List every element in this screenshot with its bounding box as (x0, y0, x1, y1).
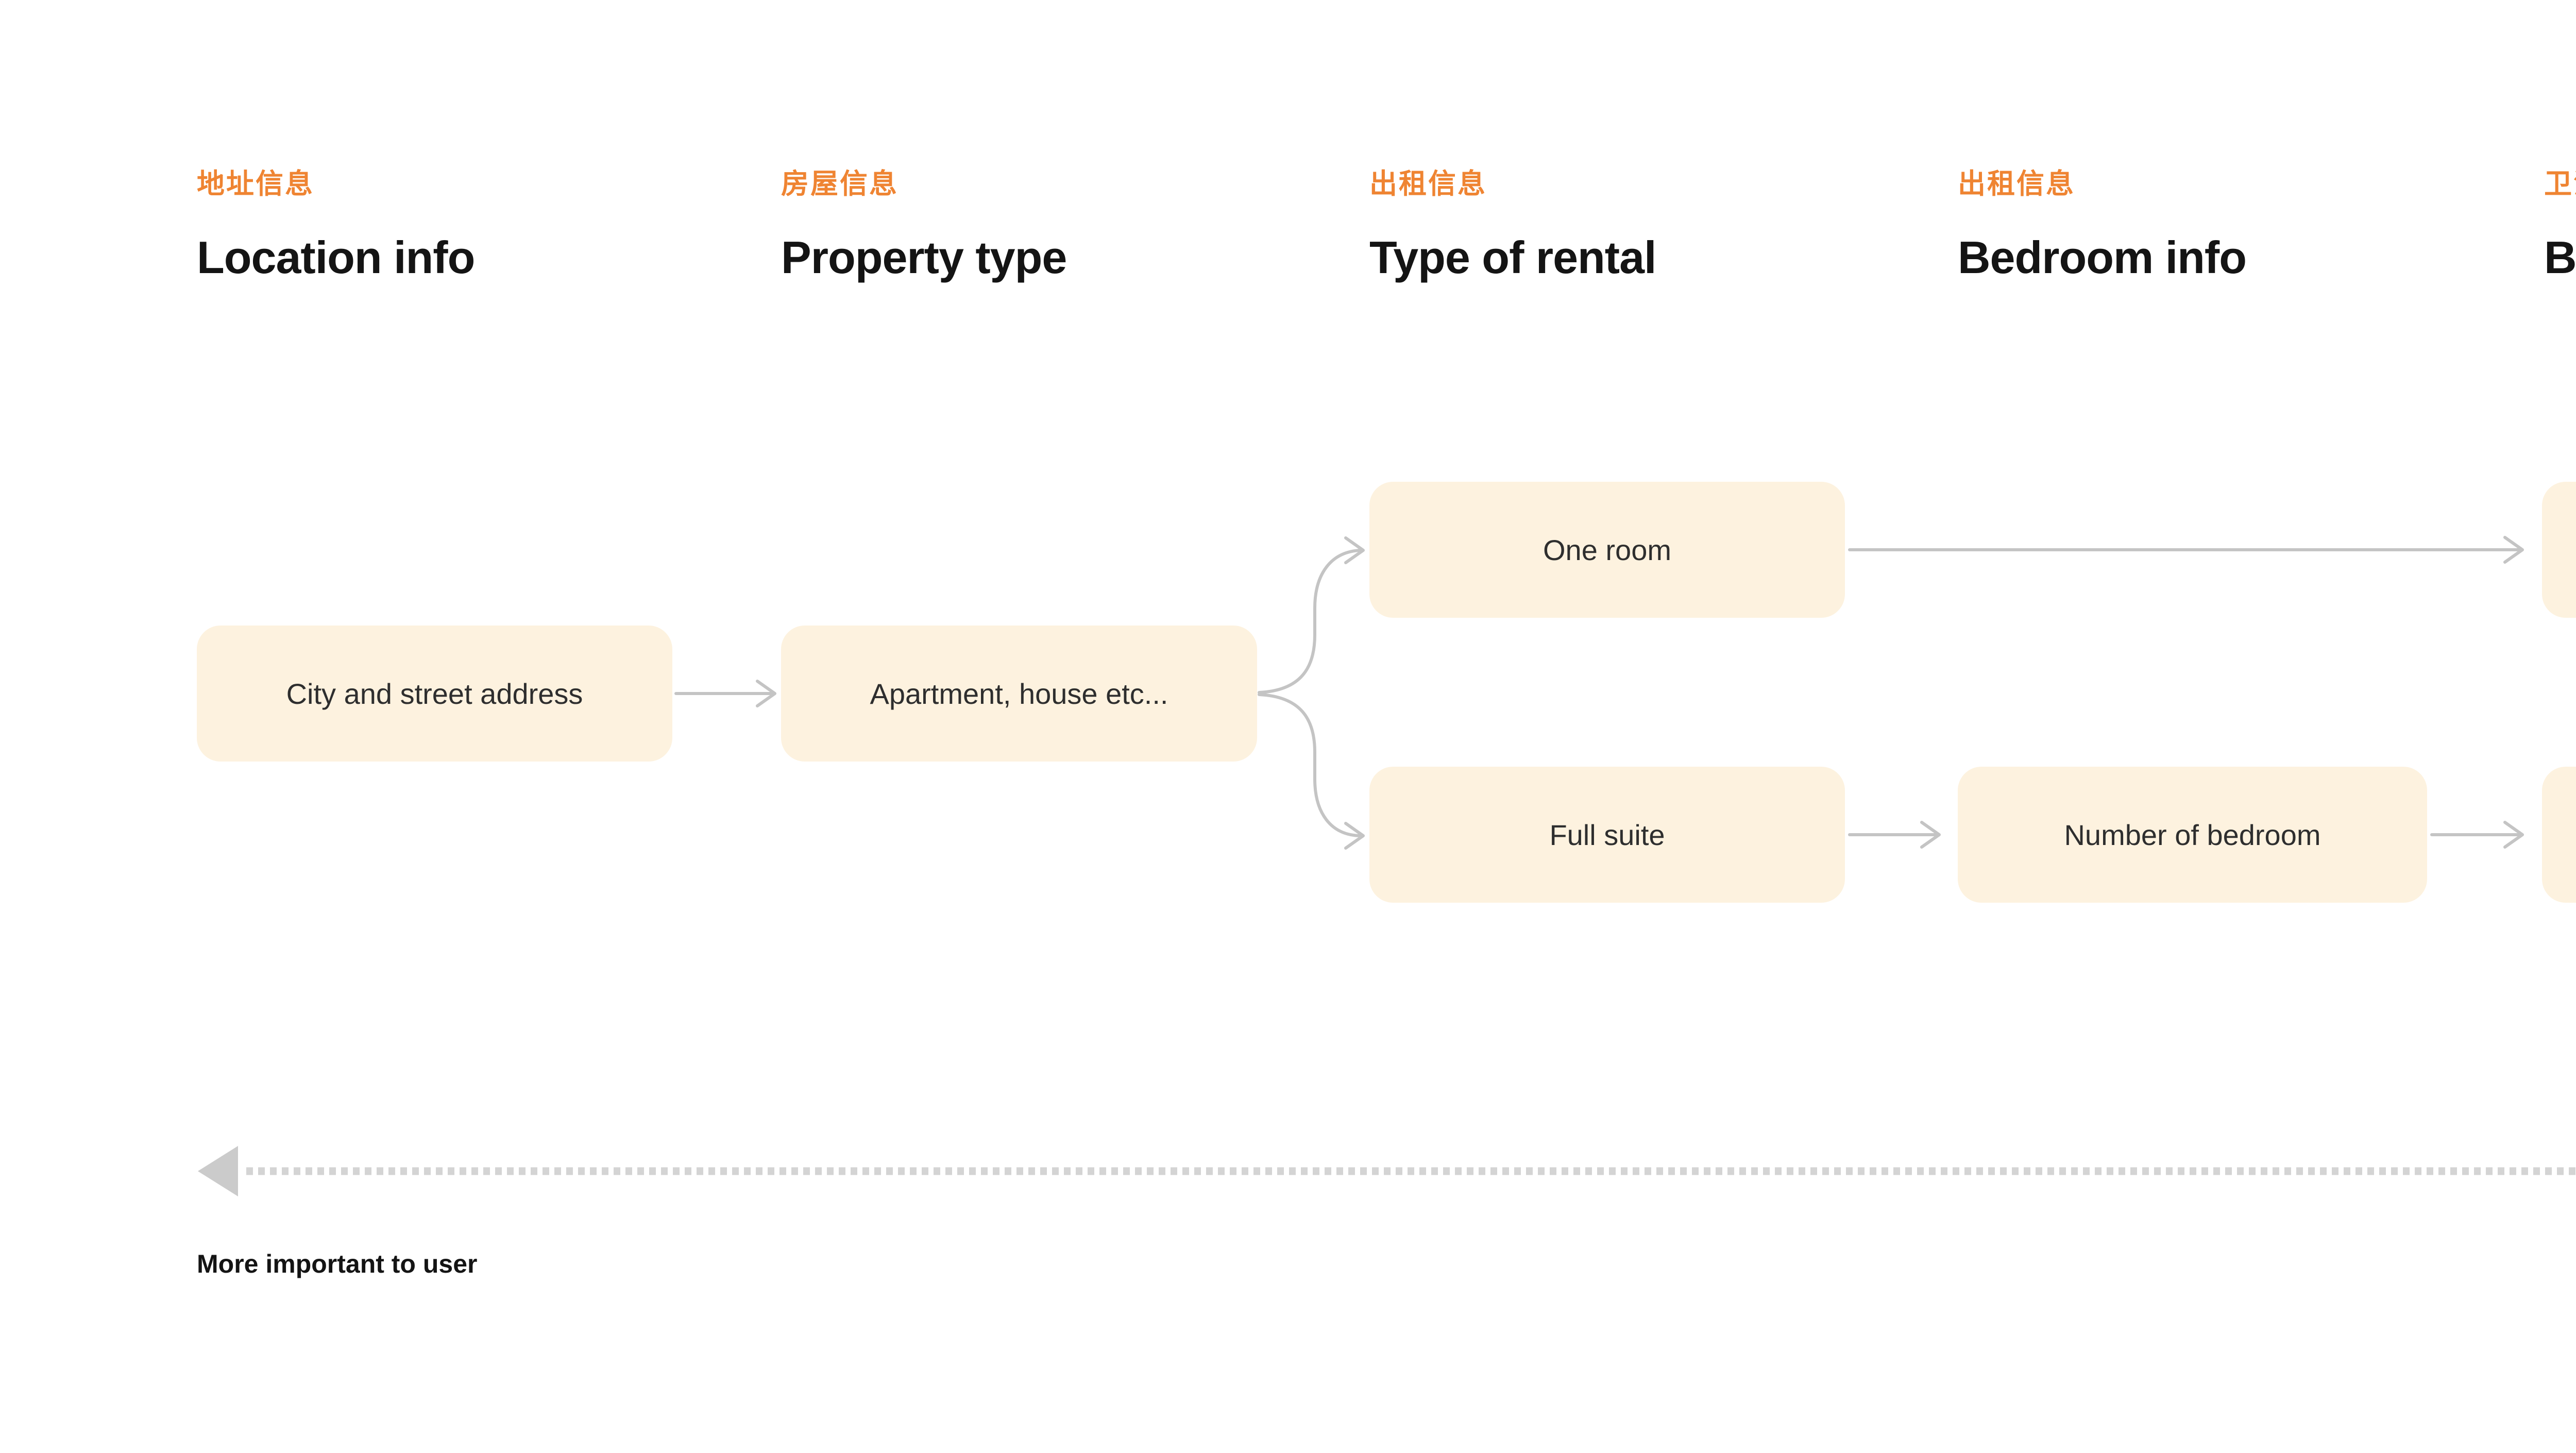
arrow-city-to-apartment (674, 680, 776, 707)
arrow-apartment-to-one-room (1258, 536, 1365, 694)
flow-node-label: City and street address (286, 677, 583, 710)
flow-node-independent-vs-shared: Independent vs shared (2542, 482, 2576, 618)
column-title: Bedroom info (1958, 232, 2247, 283)
flow-node-label: Number of bedroom (2064, 818, 2321, 851)
column-tag-zh: 卫浴信息 (2544, 168, 2576, 199)
flow-node-full-suite: Full suite (1369, 767, 1845, 903)
flow-node-label: One room (1543, 533, 1671, 566)
arrow-apartment-to-full-suite (1258, 693, 1365, 850)
column-tag-zh: 出租信息 (1369, 168, 1487, 199)
column-header-bedroom-info: 出租信息 Bedroom info (1958, 168, 2247, 283)
arrow-one-room-to-independent (1848, 536, 2524, 564)
flow-node-apartment-house: Apartment, house etc... (781, 626, 1257, 762)
flow-node-label: Full suite (1549, 818, 1665, 851)
column-tag-zh: 房屋信息 (781, 168, 899, 199)
axis-arrow-left-icon (198, 1146, 238, 1196)
flow-node-number-of-bathroom: Number of bathroom (2542, 767, 2576, 903)
column-header-property-type: 房屋信息 Property type (781, 168, 1067, 283)
column-title: Bathroom info (2544, 232, 2576, 283)
axis-label-more-important: More important to user (197, 1249, 478, 1278)
column-tag-zh: 出租信息 (1958, 168, 2075, 199)
column-title: Location info (197, 232, 475, 283)
column-header-type-of-rental: 出租信息 Type of rental (1369, 170, 1656, 280)
column-header-location-info: 地址信息 Location info (197, 168, 475, 283)
column-title: Type of rental (1369, 232, 1656, 283)
column-tag-zh: 地址信息 (197, 168, 314, 199)
arrow-bedroom-to-bathroom (2430, 821, 2524, 849)
flow-node-number-of-bedroom: Number of bedroom (1958, 767, 2427, 903)
flow-node-city-street-address: City and street address (197, 626, 672, 762)
flow-node-label: Apartment, house etc... (870, 677, 1168, 710)
column-title: Property type (781, 232, 1067, 283)
column-header-bathroom-info: 卫浴信息 Bathroom info (2544, 170, 2576, 280)
flow-node-one-room: One room (1369, 482, 1845, 618)
arrow-full-suite-to-bedroom (1848, 821, 1941, 849)
